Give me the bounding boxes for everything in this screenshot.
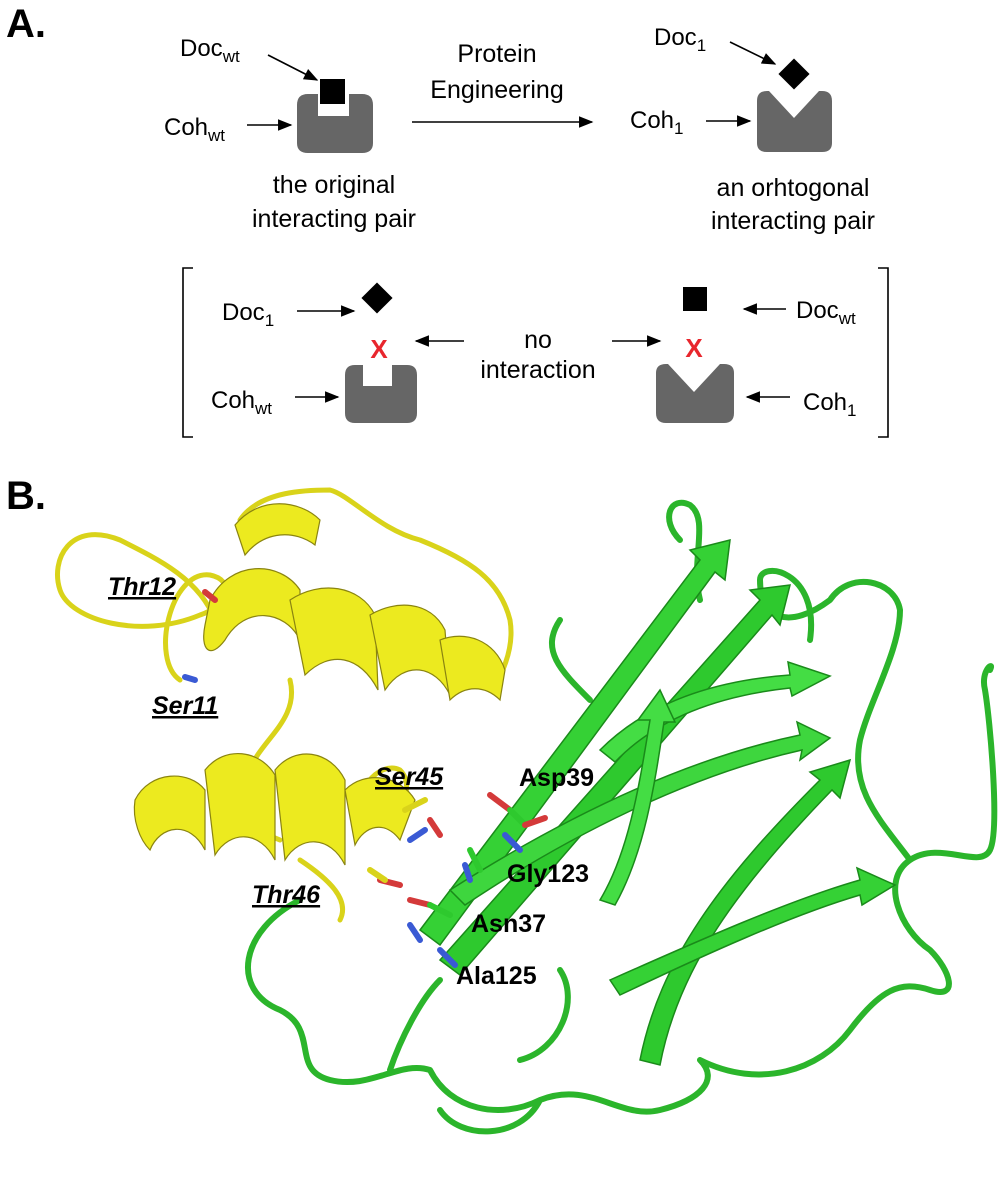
residue-asn37: Asn37	[471, 910, 546, 938]
label-process-line1: Protein	[457, 40, 536, 68]
doc-wt-square	[320, 79, 345, 104]
residue-ser11: Ser11	[152, 692, 218, 720]
residue-thr46: Thr46	[252, 881, 321, 909]
dockerin-helix-8	[274, 753, 346, 866]
original-pair-schematic	[297, 79, 373, 153]
panel-a-label: A.	[6, 2, 46, 46]
arrow-doc-1	[729, 41, 777, 65]
dockerin-helix-5	[439, 635, 506, 702]
bracket-left	[182, 267, 193, 438]
panel-b-label: B.	[6, 474, 46, 518]
cohesin-strand-6	[608, 866, 897, 996]
label-coh-wt-lower: Cohwt	[211, 387, 272, 418]
residue-thr12: Thr12	[108, 573, 176, 601]
cross-right: X	[685, 333, 703, 363]
label-doc-wt-lower: Docwt	[796, 297, 856, 328]
cohesin-strand-2	[438, 584, 791, 977]
residue-gly123: Gly123	[507, 860, 589, 888]
label-process-line2: Engineering	[430, 76, 563, 104]
coh-wt-block	[297, 94, 373, 153]
residue-ser45: Ser45	[375, 763, 444, 791]
label-coh-1-lower: Coh1	[803, 389, 857, 420]
cohesin-ribbon	[244, 499, 998, 1135]
residue-asp39: Asp39	[519, 764, 594, 792]
label-doc-1-lower: Doc1	[222, 299, 274, 330]
cohesin-strand-7	[598, 688, 677, 906]
coh-1-block	[757, 91, 832, 152]
dockerin-helix-6	[133, 775, 206, 852]
residue-ala125: Ala125	[456, 962, 537, 990]
doc-1-diamond-mismatch	[361, 282, 393, 314]
dockerin-helix-9	[344, 777, 416, 847]
caption-original-line2: interacting pair	[252, 205, 416, 233]
dockerin-helix-4	[369, 604, 451, 696]
label-doc-1: Doc1	[654, 24, 706, 55]
label-doc-wt: Docwt	[180, 35, 240, 66]
dockerin-helix-2	[203, 568, 301, 652]
mismatch-left	[345, 282, 417, 423]
coh-1-block-mismatch	[656, 364, 734, 423]
caption-orthogonal-line1: an orhtogonal	[717, 174, 870, 202]
cohesin-strand-3	[448, 720, 832, 906]
coh-wt-block-mismatch	[345, 365, 417, 423]
cohesin-strand-5	[639, 758, 852, 1066]
orthogonal-pair-schematic	[757, 58, 832, 152]
dockerin-ribbon	[55, 487, 514, 923]
dockerin-helix-3	[289, 587, 379, 691]
dockerin-helix-1	[234, 503, 321, 557]
mismatch-right	[656, 287, 734, 423]
side-chain-sticks	[182, 589, 548, 968]
doc-wt-square-mismatch	[683, 287, 707, 311]
bracket-right	[878, 267, 889, 438]
caption-orthogonal-line2: interacting pair	[711, 207, 875, 235]
caption-original-line1: the original	[273, 171, 395, 199]
label-no-line1: no	[524, 326, 552, 354]
cohesin-loops	[244, 499, 998, 1135]
dockerin-helix-7	[204, 753, 276, 861]
label-coh-1: Coh1	[630, 107, 684, 138]
arrow-doc-wt	[267, 54, 319, 81]
label-no-line2: interaction	[480, 356, 595, 384]
label-coh-wt: Cohwt	[164, 114, 225, 145]
cross-left: X	[370, 334, 388, 364]
doc-1-diamond	[778, 58, 810, 90]
